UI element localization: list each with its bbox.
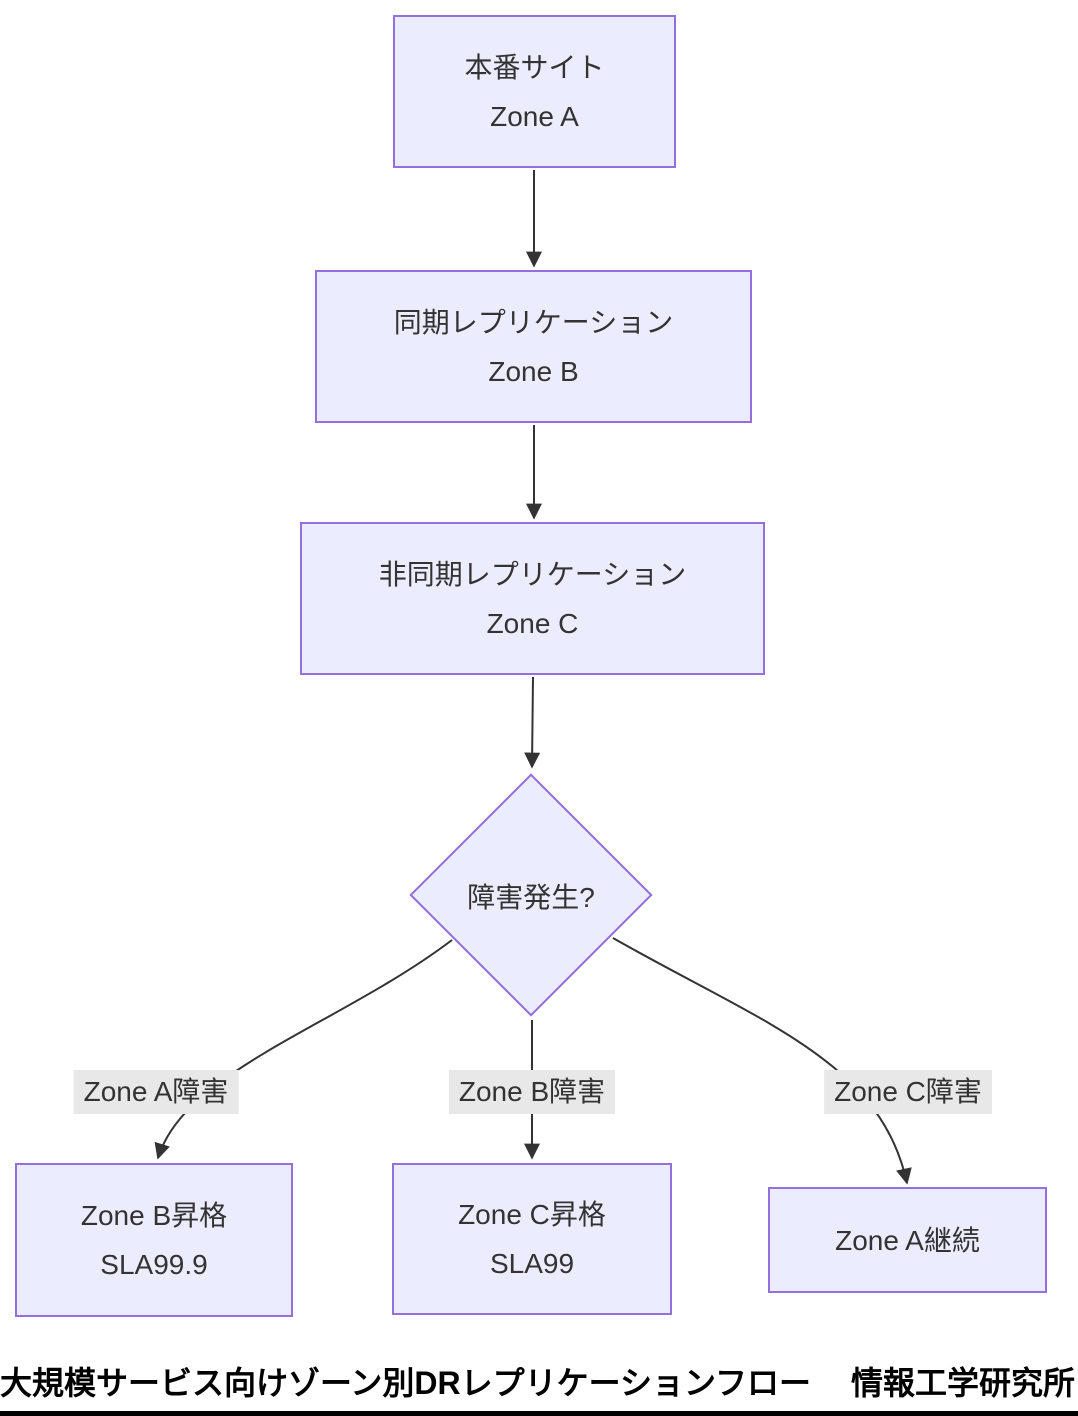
- node-production-site-zone-a: 本番サイト Zone A: [393, 15, 676, 168]
- node-line: Zone C: [486, 607, 579, 639]
- caption-institute: 情報工学研究所: [851, 1365, 1076, 1401]
- diagram-caption: 大規模サービス向けゾーン別DRレプリケーションフロー 情報工学研究所: [0, 1358, 1078, 1416]
- node-line: Zone C昇格: [458, 1199, 606, 1230]
- decision-label: 障害発生?: [467, 882, 595, 913]
- node-line: 同期レプリケーション: [393, 306, 674, 338]
- edge-label-zone-a-failure: Zone A障害: [73, 1070, 239, 1114]
- node-line: Zone A継続: [835, 1224, 980, 1256]
- edge-decision-to-zone-b-promote: [154, 939, 453, 1160]
- node-line: Zone B: [488, 355, 579, 387]
- edge-zone-c-to-decision: [524, 676, 541, 769]
- edge-label-zone-c-failure: Zone C障害: [824, 1070, 992, 1114]
- node-zone-b-promote: Zone B昇格 SLA99.9: [15, 1163, 293, 1317]
- node-zone-c-promote: Zone C昇格 SLA99: [392, 1163, 672, 1315]
- edge-label-zone-b-failure: Zone B障害: [448, 1070, 616, 1114]
- node-line: Zone B昇格: [80, 1200, 228, 1231]
- node-zone-a-continue: Zone A継続: [768, 1187, 1047, 1293]
- edge-decision-to-zone-a-continue: [612, 937, 912, 1185]
- node-line: SLA99.9: [100, 1249, 208, 1280]
- node-line: 非同期レプリケーション: [378, 558, 687, 590]
- caption-title: 大規模サービス向けゾーン別DRレプリケーションフロー: [0, 1365, 844, 1401]
- node-line: 本番サイト: [464, 51, 605, 83]
- node-async-replication-zone-c: 非同期レプリケーション Zone C: [300, 522, 765, 675]
- node-sync-replication-zone-b: 同期レプリケーション Zone B: [315, 270, 752, 423]
- node-line: SLA99: [489, 1248, 575, 1279]
- node-line: Zone A: [490, 100, 579, 132]
